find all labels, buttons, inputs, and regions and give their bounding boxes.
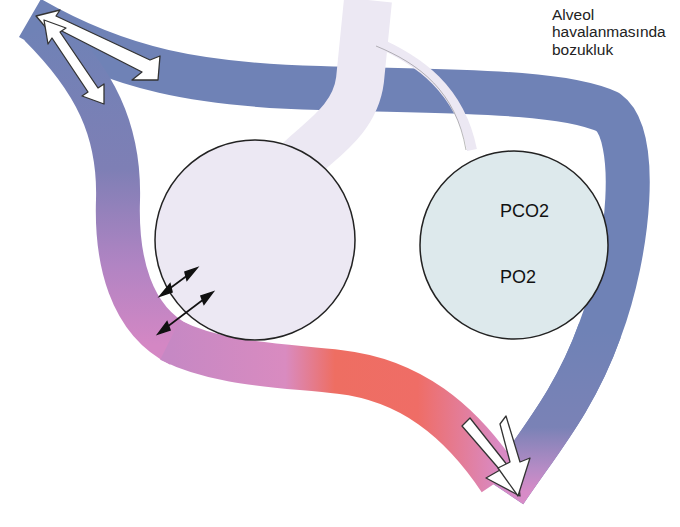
- caption-label: Alveol havalanmasında bozukluk: [552, 6, 676, 58]
- alveolus-circle: PCO2PO2: [418, 149, 610, 341]
- gas-pressure: PCO2: [500, 201, 549, 222]
- gas-pressure: PO2: [500, 267, 536, 288]
- alveolus-outline: [418, 149, 610, 341]
